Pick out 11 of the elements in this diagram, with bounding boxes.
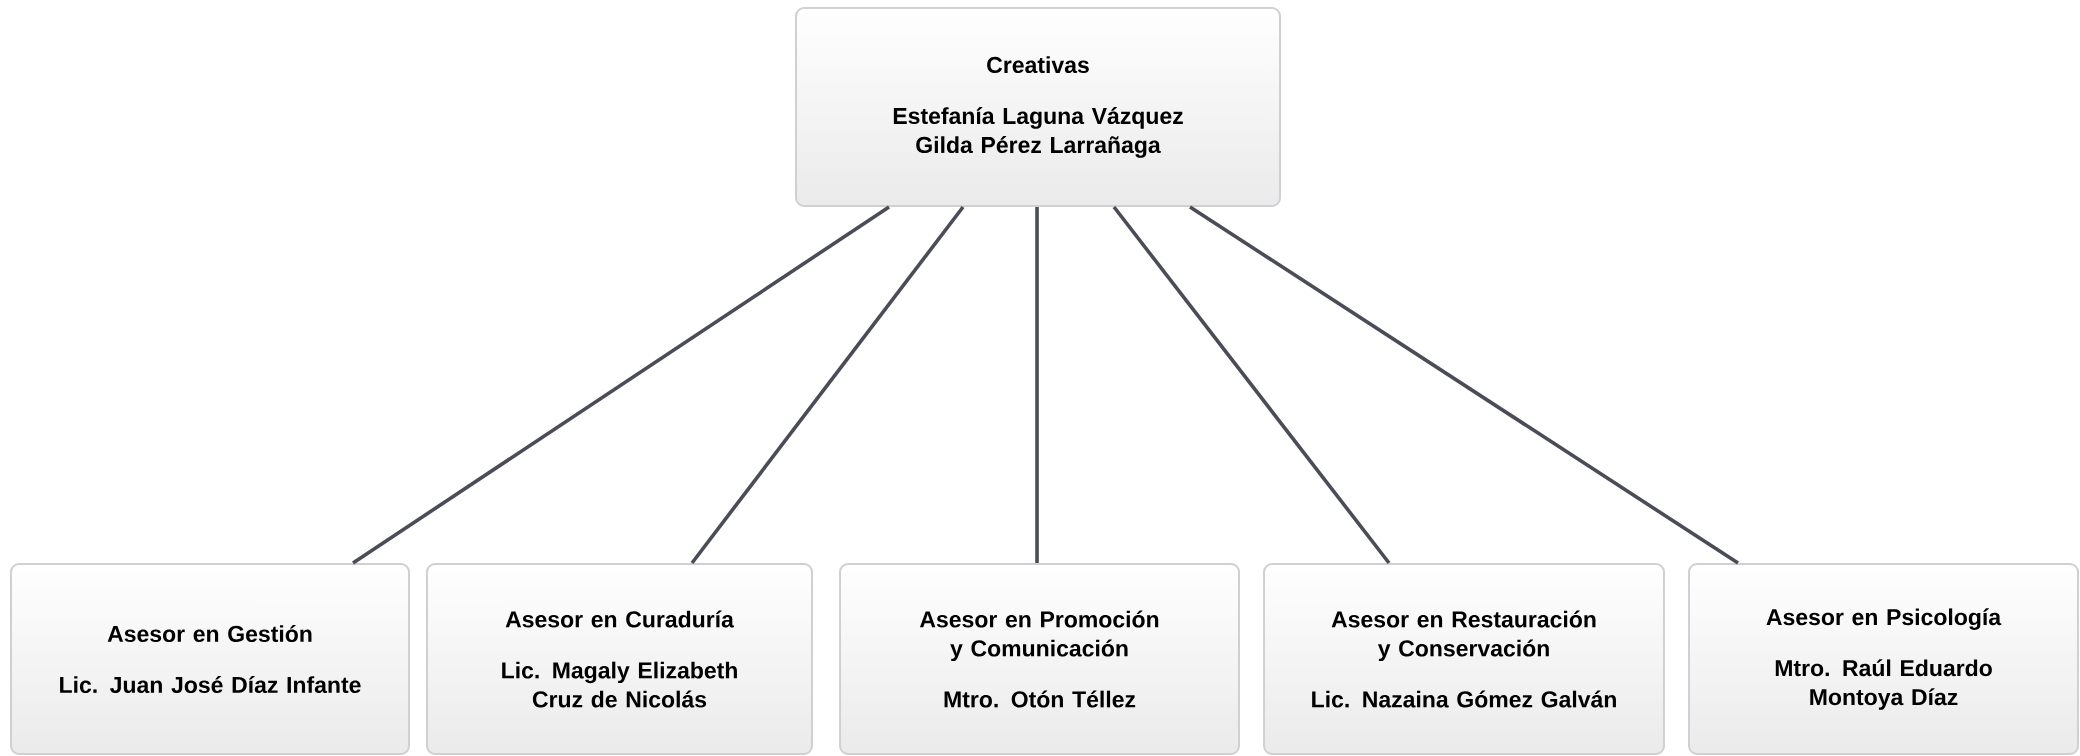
connector-line bbox=[352, 205, 890, 565]
org-box: Asesor en Promoción y Comunicación Mtro. Otón Téllez bbox=[839, 563, 1240, 755]
connector-line bbox=[1189, 205, 1739, 565]
org-box: Asesor en Restauración y Conservación Lic. Nazaina Gómez Galván bbox=[1263, 563, 1665, 755]
connector-line bbox=[1035, 207, 1039, 563]
connector-line bbox=[1112, 205, 1391, 565]
org-box: Asesor en Curaduría Lic. Magaly Elizabeth Cruz de Nicolás bbox=[426, 563, 813, 755]
org-box: Asesor en Psicología Mtro. Raúl Eduardo Montoya Díaz bbox=[1688, 563, 2080, 755]
org-box: Asesor en Gestión Lic. Juan José Díaz Infante bbox=[10, 563, 410, 755]
connector-line bbox=[690, 205, 965, 565]
org-box: Creativas Estefanía Laguna Vázquez Gilda Pérez Larrañaga bbox=[795, 7, 1281, 207]
